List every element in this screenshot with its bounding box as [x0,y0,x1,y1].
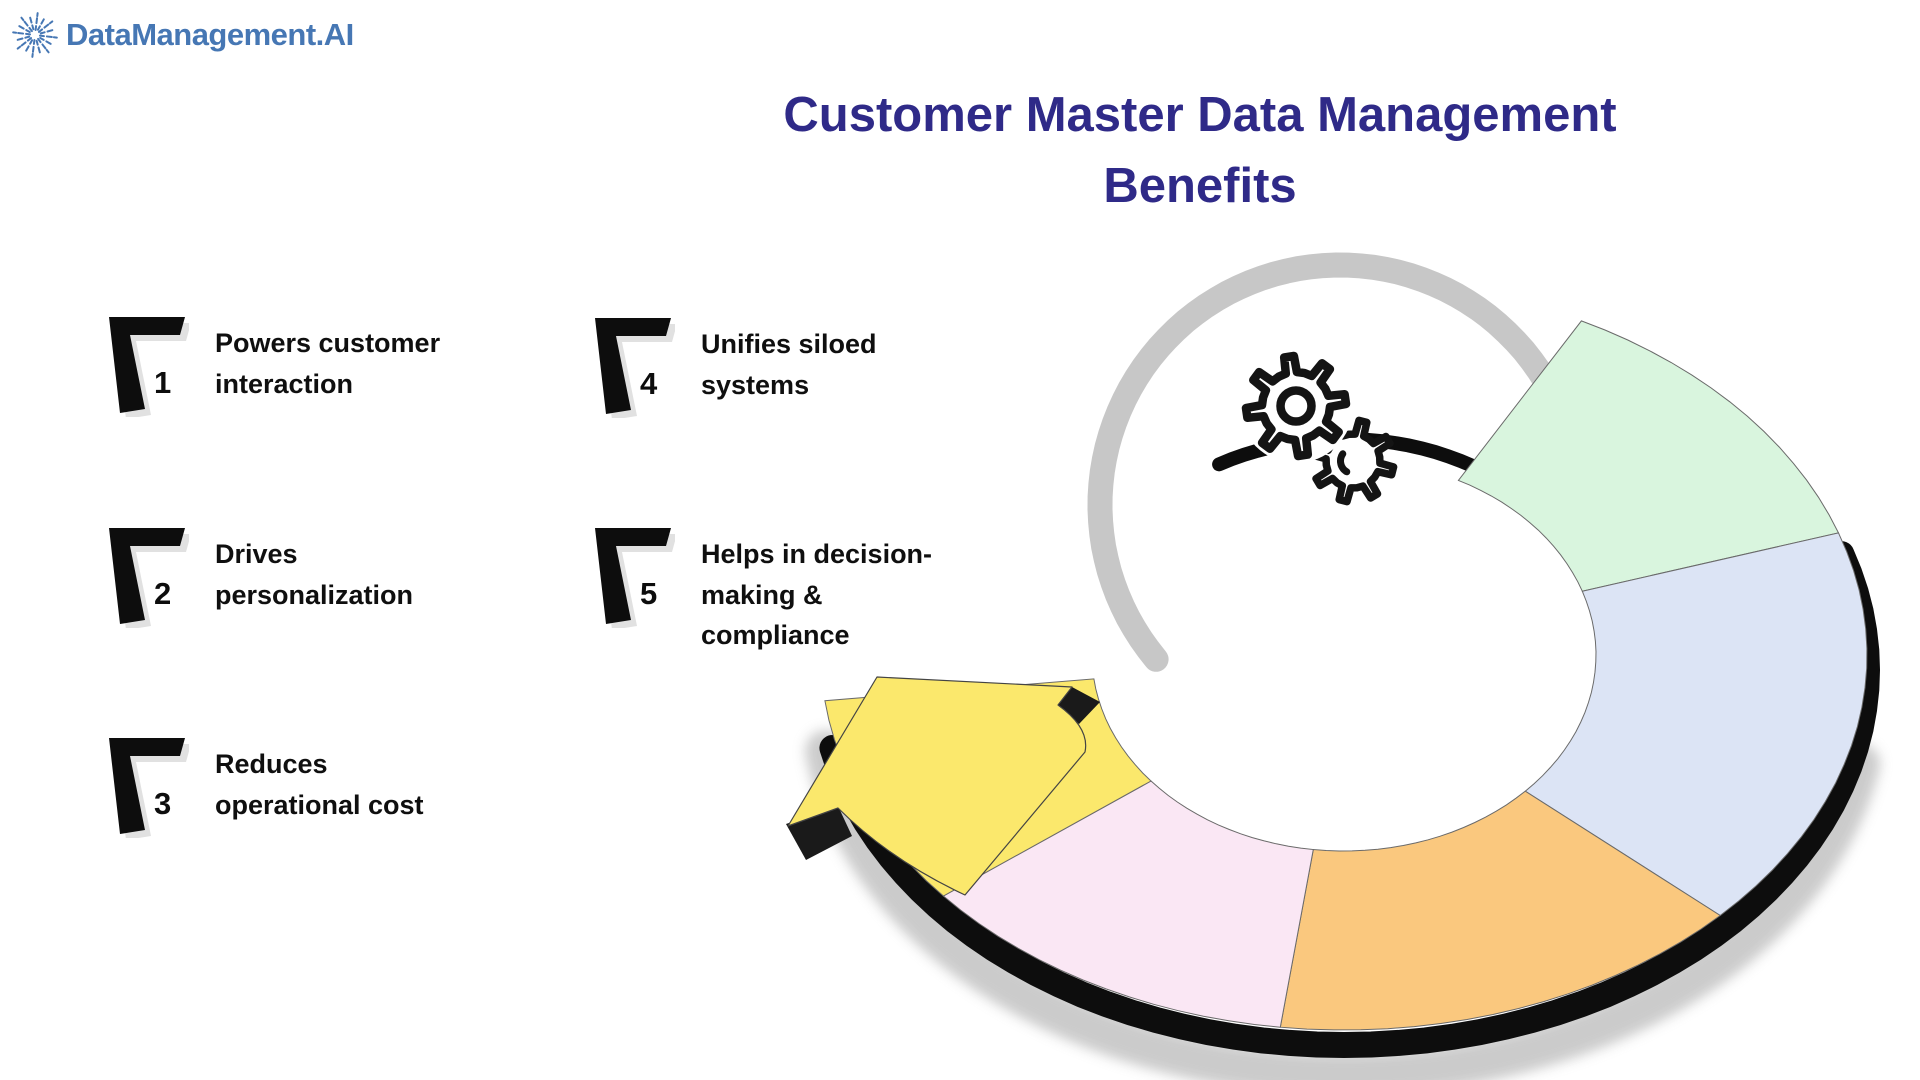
cycle-arrow-head [787,676,1087,896]
cycle-diagram [770,250,1920,1080]
benefit-text: Unifies siloed systems [701,329,877,400]
benefit-text: Helps in decision-making & compliance [701,539,933,650]
check-corner-icon [97,315,191,419]
check-corner-icon [97,526,191,630]
benefit-number: 3 [154,786,172,821]
benefit-number: 4 [640,366,658,401]
page-title: Customer Master Data Management Benefits [700,80,1700,222]
logo-text: DataManagement.AI [66,17,354,52]
benefit-text: Reduces operational cost [215,749,424,820]
check-corner-icon [583,316,677,420]
gears-icon [1239,349,1398,506]
check-corner-icon [583,526,677,630]
benefit-text: Powers customer interaction [215,328,441,399]
cycle-arrow-graphic [786,252,1881,1080]
check-corner-icon [97,736,191,840]
starburst-icon [12,12,58,58]
logo: DataManagement.AI [12,12,354,58]
benefit-text: Drives personalization [215,539,414,610]
benefit-number: 5 [640,576,658,611]
title-line1: Customer Master Data Management [783,88,1617,142]
benefit-number: 2 [154,576,172,611]
title-line2: Benefits [1103,159,1297,214]
benefit-number: 1 [154,365,172,400]
